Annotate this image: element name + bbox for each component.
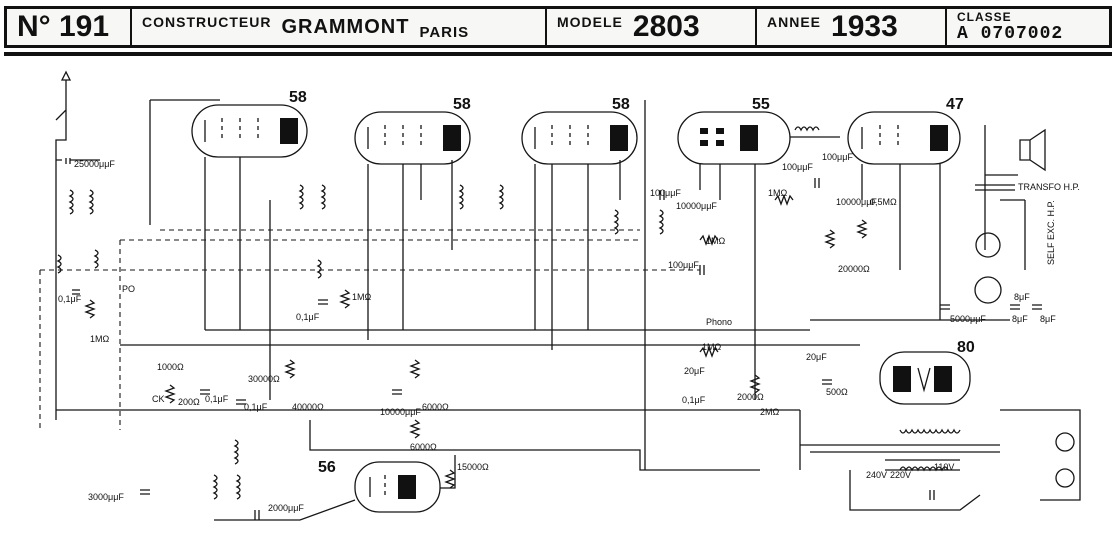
tube-v3-label: 58 xyxy=(612,96,630,113)
lbl-c-100b: 100μμF xyxy=(668,260,699,270)
tube-v5-label: 47 xyxy=(946,96,964,113)
tube-v3: 58 xyxy=(521,96,638,165)
lbl-r-05m: 0,5MΩ xyxy=(870,197,897,207)
tube-v7-label: 56 xyxy=(318,459,336,476)
constructeur-cell: CONSTRUCTEUR GRAMMONT PARIS xyxy=(132,9,547,45)
lbl-transfo-hp: TRANSFO H.P. xyxy=(1018,182,1080,192)
tube-v1: 58 xyxy=(191,89,308,158)
lbl-c-5000: 5000μμF xyxy=(950,314,986,324)
lbl-c-100a: 100μμF xyxy=(650,188,681,198)
lbl-v110: 110V xyxy=(934,462,954,472)
lbl-r-500: 500Ω xyxy=(826,387,848,397)
lbl-r-2m: 2MΩ xyxy=(760,407,780,417)
constructeur-value: GRAMMONT xyxy=(281,15,410,38)
lbl-switch-po: PO xyxy=(122,284,135,294)
lbl-c-01e: 0,1μF xyxy=(682,395,706,405)
lbl-v240: 240V xyxy=(866,470,887,480)
lbl-self-exc: SELF EXC. H.P. xyxy=(1046,200,1056,265)
tube-v5: 47 xyxy=(847,96,964,165)
lbl-r-20000: 20000Ω xyxy=(838,264,870,274)
lbl-r-40000: 40000Ω xyxy=(292,402,324,412)
classe-cell: CLASSE A 0707002 xyxy=(947,9,1109,45)
lbl-r-1m-b: 1MΩ xyxy=(352,292,372,302)
lbl-r-1000: 1000Ω xyxy=(157,362,184,372)
lbl-v220: 220V xyxy=(890,470,911,480)
tube-v2-label: 58 xyxy=(453,96,471,113)
lbl-c-2000: 2000μμF xyxy=(268,503,304,513)
lbl-c-10000c: 10000μμF xyxy=(836,197,877,207)
lbl-r-1m-d: 1MΩ xyxy=(702,342,722,352)
lbl-r-1m-c: 1MΩ xyxy=(706,236,726,246)
lbl-c-8a: 8μF xyxy=(1014,292,1030,302)
sheet-number: N° 191 xyxy=(17,10,110,43)
lbl-c-01a: 0,1μF xyxy=(58,294,82,304)
lbl-c-100d: 100μμF xyxy=(822,152,853,162)
lbl-c-8c: 8μF xyxy=(1040,314,1056,324)
lbl-r-6000b: 6000Ω xyxy=(410,442,437,452)
lbl-c-10000b: 10000μμF xyxy=(676,201,717,211)
resistors xyxy=(84,194,868,489)
city-value: PARIS xyxy=(419,23,470,41)
lbl-c-01c: 0,1μF xyxy=(205,394,229,404)
lbl-c-20a: 20μF xyxy=(684,366,705,376)
modele-value: 2803 xyxy=(632,10,700,43)
lbl-r-15000: 15000Ω xyxy=(457,462,489,472)
lbl-r-1m-a: 1MΩ xyxy=(90,334,110,344)
lbl-ck: CK xyxy=(152,394,165,404)
tube-v4-label: 55 xyxy=(752,96,770,113)
number-cell: N° 191 xyxy=(7,9,132,45)
lbl-c-3000: 3000μμF xyxy=(88,492,124,502)
lbl-r-2000: 2000Ω xyxy=(737,392,764,402)
lbl-r-6000a: 6000Ω xyxy=(422,402,449,412)
wiring xyxy=(39,70,1081,521)
lbl-r-200: 200Ω xyxy=(178,397,200,407)
tube-v1-label: 58 xyxy=(289,89,307,106)
lbl-phono: Phono xyxy=(706,317,732,327)
lbl-c-100c: 100μμF xyxy=(782,162,813,172)
component-labels: 25000μμF 0,1μF 1MΩ PO 0,1μF 1MΩ 1000Ω 20… xyxy=(58,152,1080,513)
lbl-c-01b: 0,1μF xyxy=(296,312,320,322)
classe-value: A 0707002 xyxy=(957,24,1064,44)
modele-cell: MODELE 2803 xyxy=(547,9,757,45)
lbl-c-10000a: 10000μμF xyxy=(380,407,421,417)
tube-v2: 58 xyxy=(354,96,471,165)
coils xyxy=(56,126,961,500)
lbl-c-8b: 8μF xyxy=(1012,314,1028,324)
tube-v4: 55 xyxy=(677,96,791,165)
classe-label: CLASSE xyxy=(957,10,1012,24)
lbl-c-20b: 20μF xyxy=(806,352,827,362)
annee-label: ANNEE xyxy=(767,14,822,30)
tube-v7: 56 xyxy=(318,459,441,513)
annee-value: 1933 xyxy=(831,10,898,43)
header-band: N° 191 CONSTRUCTEUR GRAMMONT PARIS MODEL… xyxy=(4,6,1112,48)
lbl-c-antenna: 25000μμF xyxy=(74,159,115,169)
annee-cell: ANNEE 1933 xyxy=(757,9,947,45)
capacitors xyxy=(72,178,1042,520)
tube-v6-rectifier: 80 xyxy=(879,339,975,405)
lbl-r-30000: 30000Ω xyxy=(248,374,280,384)
constructeur-label: CONSTRUCTEUR xyxy=(142,14,272,30)
lbl-c-01d: 0,1μF xyxy=(244,402,268,412)
lbl-r-1m-e: 1MΩ xyxy=(768,188,788,198)
modele-label: MODELE xyxy=(557,14,623,30)
header-rule xyxy=(4,52,1112,56)
tube-v6-label: 80 xyxy=(957,339,975,356)
